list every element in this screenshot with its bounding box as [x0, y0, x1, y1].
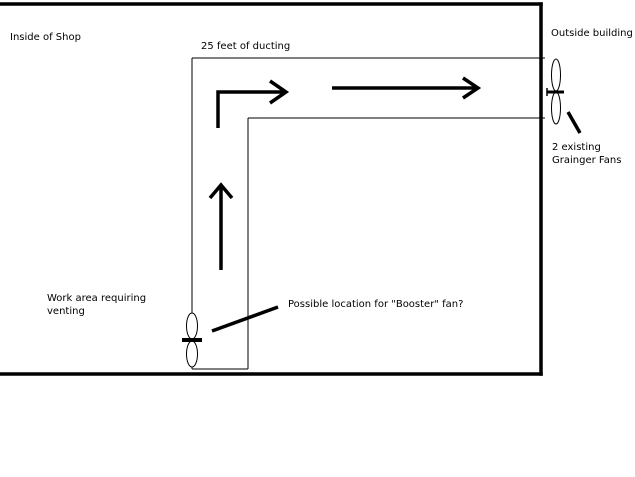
airflow-arrows: [208, 76, 482, 270]
booster-fan-label: Possible location for "Booster" fan?: [288, 299, 464, 310]
booster-fan-icon: [182, 312, 202, 368]
arrow-right-horizontal: [332, 76, 482, 100]
existing-fan-icon: [546, 58, 564, 125]
ducting-length-label: 25 feet of ducting: [201, 41, 291, 52]
existing-fans-label: 2 existing Grainger Fans: [552, 142, 622, 166]
duct-outline: [191, 57, 545, 370]
arrow-corner-turn: [216, 79, 290, 128]
pointer-lines: [211, 111, 582, 333]
outside-building-label: Outside building: [551, 28, 633, 39]
arrow-up-vertical: [208, 182, 234, 270]
inside-shop-label: Inside of Shop: [10, 32, 81, 43]
work-area-label: Work area requiring venting: [47, 293, 147, 317]
building-walls: [0, 2, 543, 376]
booster-pointer-line: [211, 305, 279, 333]
existing-fans-pointer-line: [566, 111, 582, 134]
